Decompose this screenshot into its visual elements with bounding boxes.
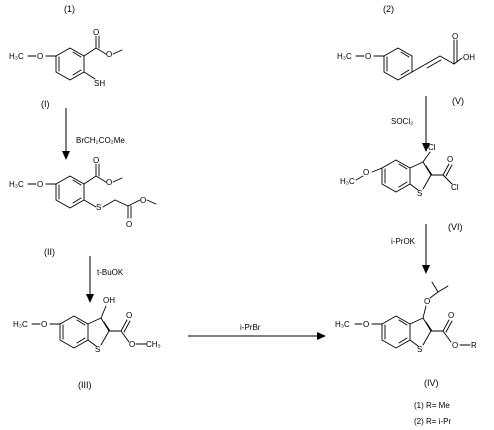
atom-o: O — [41, 320, 47, 329]
route-2-label: (2) — [383, 4, 394, 14]
variant-label-1: (1) R= Me — [414, 401, 450, 410]
atom-o: O — [37, 180, 43, 189]
atom-o: O — [106, 178, 112, 187]
atom-o: O — [363, 320, 369, 329]
atom-o: O — [365, 52, 371, 61]
reagent-label: i-PrOK — [391, 237, 416, 246]
atom-o: O — [452, 341, 458, 350]
atom-h3c: H₃C — [335, 320, 350, 329]
arrow-head — [422, 265, 430, 274]
compound-5-structure — [355, 39, 463, 81]
atom-cl: Cl — [428, 143, 436, 152]
atom-h3c: H₃C — [337, 52, 352, 61]
reagent-label: t-BuOK — [97, 268, 124, 277]
atom-s: S — [417, 345, 422, 354]
atom-h3c: H₃C — [9, 52, 24, 61]
atom-oh: OH — [103, 296, 115, 305]
compound-4-structure — [354, 281, 471, 349]
reagent-label: SOCl₂ — [391, 117, 413, 126]
atom-h3c: H₃C — [340, 177, 355, 186]
atom-o: O — [93, 156, 99, 165]
atom-o: O — [37, 52, 43, 61]
atom-o: O — [106, 50, 112, 59]
atom-r: R — [471, 341, 477, 350]
variant-label-2: (2) R= i-Pr — [414, 417, 451, 426]
atom-cl: Cl — [451, 183, 459, 192]
atom-o: O — [363, 168, 369, 177]
atom-o: O — [448, 311, 454, 320]
atom-o: O — [126, 311, 132, 320]
arrow-head — [62, 151, 70, 160]
compound-label-1: (I) — [41, 99, 50, 109]
atom-o: O — [424, 297, 430, 306]
compound-label-2: (II) — [44, 247, 55, 257]
compound-1-structure — [27, 35, 123, 81]
atom-o: O — [452, 32, 458, 41]
atom-h3c: H₃C — [13, 320, 28, 329]
arrow-head — [86, 294, 94, 303]
atom-o: O — [126, 220, 132, 229]
compound-label-6: (VI) — [448, 222, 463, 232]
atom-o: O — [129, 340, 135, 349]
atom-o: O — [140, 196, 146, 205]
compound-2-structure — [27, 163, 157, 219]
reagent-label: i-PrBr — [240, 323, 261, 332]
atom-ch3: CH₃ — [146, 340, 161, 349]
atom-s: S — [417, 189, 422, 198]
compound-label-3: (III) — [78, 380, 92, 390]
compound-label-5: (V) — [452, 96, 464, 106]
atom-sh: SH — [94, 79, 105, 88]
compound-3-structure — [31, 305, 147, 349]
compound-6-structure — [355, 151, 453, 193]
arrow-head — [317, 332, 326, 340]
atom-oh: OH — [463, 53, 475, 62]
arrow-head — [422, 143, 430, 152]
atom-s: S — [96, 203, 101, 212]
atom-s: S — [95, 345, 100, 354]
atom-o: O — [93, 28, 99, 37]
atom-h3c: H₃C — [9, 180, 24, 189]
reagent-label: BrCH₂CO₂Me — [76, 136, 125, 145]
compound-label-4: (IV) — [424, 378, 439, 388]
atom-o: O — [447, 155, 453, 164]
route-1-label: (1) — [64, 4, 75, 14]
